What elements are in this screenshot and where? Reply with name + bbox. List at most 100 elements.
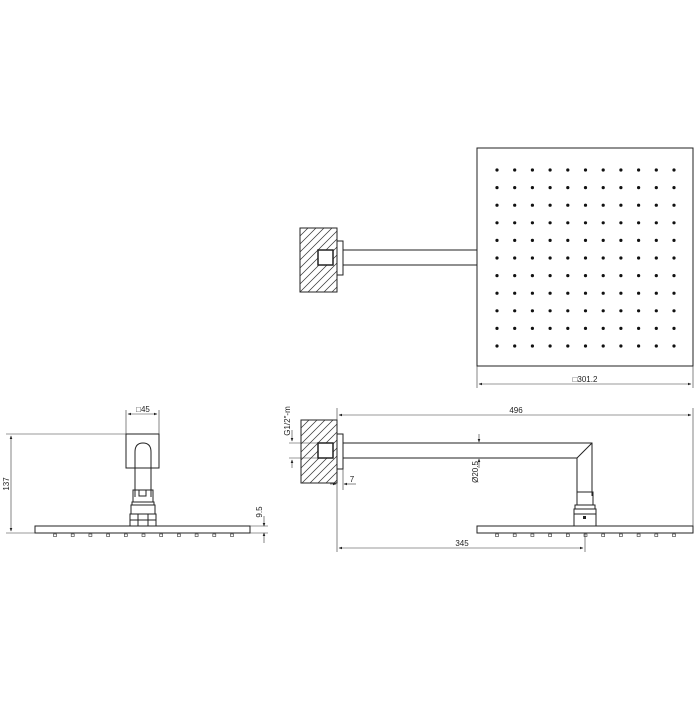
nozzle-dot: [601, 344, 605, 348]
nozzle-dot: [672, 221, 676, 225]
nozzle-dot: [548, 203, 552, 207]
nozzle-dot: [619, 274, 623, 278]
nozzle-dot: [530, 309, 535, 313]
nozzle-dot: [654, 256, 658, 260]
nozzle-dot: [654, 344, 658, 348]
nozzle-dot: [513, 238, 517, 242]
nozzle-dot: [672, 344, 676, 348]
nozzle-dot: [513, 326, 517, 330]
nozzle-dot: [495, 344, 499, 348]
shower-head-plate-side-right: [476, 525, 694, 534]
nozzle-dot: [548, 238, 552, 242]
nozzle-dot: [637, 186, 641, 190]
height-label: 137: [2, 477, 11, 491]
dimension-flange: □45: [125, 405, 160, 434]
nozzle-dot: [583, 291, 588, 295]
nozzle-dot: [513, 291, 517, 295]
nozzle-dot: [654, 221, 658, 225]
nozzle-dot: [548, 221, 552, 225]
center-distance-label: 345: [455, 539, 469, 548]
nozzle-dot: [566, 186, 570, 190]
nozzle-dot: [583, 221, 588, 225]
nozzle-dot: [566, 344, 570, 348]
nozzle-dot: [566, 168, 570, 172]
nozzle-dot: [619, 238, 623, 242]
nozzle-dot: [583, 238, 588, 242]
nozzle-grid: [495, 168, 676, 348]
dimension-height: 137: [2, 433, 126, 534]
nozzle-dot: [566, 238, 570, 242]
nozzle-dot: [495, 326, 499, 330]
dimension-center-distance: 345: [336, 483, 586, 552]
nozzle-dot: [601, 203, 605, 207]
nozzle-dot: [548, 344, 552, 348]
nozzle-dot: [619, 221, 623, 225]
nozzle-dot: [619, 256, 623, 260]
nozzle-dot: [513, 256, 517, 260]
nozzle-dot: [637, 309, 641, 313]
nozzle-dot: [495, 274, 499, 278]
wall-section-side: [300, 419, 338, 484]
nozzle-dot: [566, 274, 570, 278]
nozzle-dot: [654, 238, 658, 242]
nozzle-dot: [583, 309, 588, 313]
nozzle-dot: [654, 309, 658, 313]
nozzle-dot: [513, 203, 517, 207]
nozzle-dot: [672, 309, 676, 313]
nozzle-dot: [495, 203, 499, 207]
nozzle-dot: [637, 291, 641, 295]
flange-label: □45: [136, 405, 150, 414]
nozzle-dot: [530, 274, 535, 278]
nozzle-dot: [672, 256, 676, 260]
nozzle-dot: [548, 309, 552, 313]
nozzle-dot: [601, 221, 605, 225]
nozzle-dot: [495, 168, 499, 172]
nozzle-dot: [566, 256, 570, 260]
nozzle-dot: [637, 344, 641, 348]
nozzle-dot: [495, 221, 499, 225]
nozzle-dot: [619, 309, 623, 313]
dimension-flange-offset: 7: [330, 469, 356, 490]
nozzle-dot: [583, 326, 588, 330]
nozzle-dot: [583, 274, 588, 278]
nozzle-dot: [583, 344, 588, 348]
nozzle-dot: [495, 291, 499, 295]
nozzle-dot: [601, 256, 605, 260]
nozzle-dot: [672, 168, 676, 172]
nozzle-dot: [495, 238, 499, 242]
nozzle-dot: [601, 238, 605, 242]
wall-section-top: [299, 227, 338, 293]
nozzle-dot: [566, 326, 570, 330]
nozzle-dot: [495, 256, 499, 260]
dimension-width: □301.2: [476, 366, 694, 388]
nozzle-dot: [619, 291, 623, 295]
nozzle-dot: [548, 256, 552, 260]
pipe-diameter-label: Ø20.5: [471, 461, 480, 483]
side-view-right: 496 345 G1/2"-m Ø20.5 7: [283, 406, 694, 552]
nozzle-dot: [566, 221, 570, 225]
nozzle-dot: [601, 309, 605, 313]
nozzle-dot: [530, 203, 535, 207]
nozzle-dot: [654, 168, 658, 172]
nozzle-dot: [601, 186, 605, 190]
nozzle-dot: [548, 291, 552, 295]
nozzle-dot: [513, 344, 517, 348]
nozzle-dot: [619, 344, 623, 348]
dimension-thread: G1/2"-m: [283, 406, 318, 468]
nozzle-dot: [530, 168, 535, 172]
nozzle-dot: [672, 291, 676, 295]
nozzle-dot: [637, 274, 641, 278]
width-label: □301.2: [573, 375, 598, 384]
nozzle-dot: [672, 274, 676, 278]
nozzle-dot: [566, 203, 570, 207]
flange-offset-label: 7: [350, 475, 355, 484]
thickness-label: 9.5: [255, 506, 264, 518]
nozzle-dot: [637, 256, 641, 260]
nozzle-dot: [637, 168, 641, 172]
nozzle-dot: [495, 186, 499, 190]
nozzle-dot: [672, 203, 676, 207]
nozzle-dot: [654, 291, 658, 295]
nozzle-dot: [566, 291, 570, 295]
nozzle-dot: [654, 203, 658, 207]
